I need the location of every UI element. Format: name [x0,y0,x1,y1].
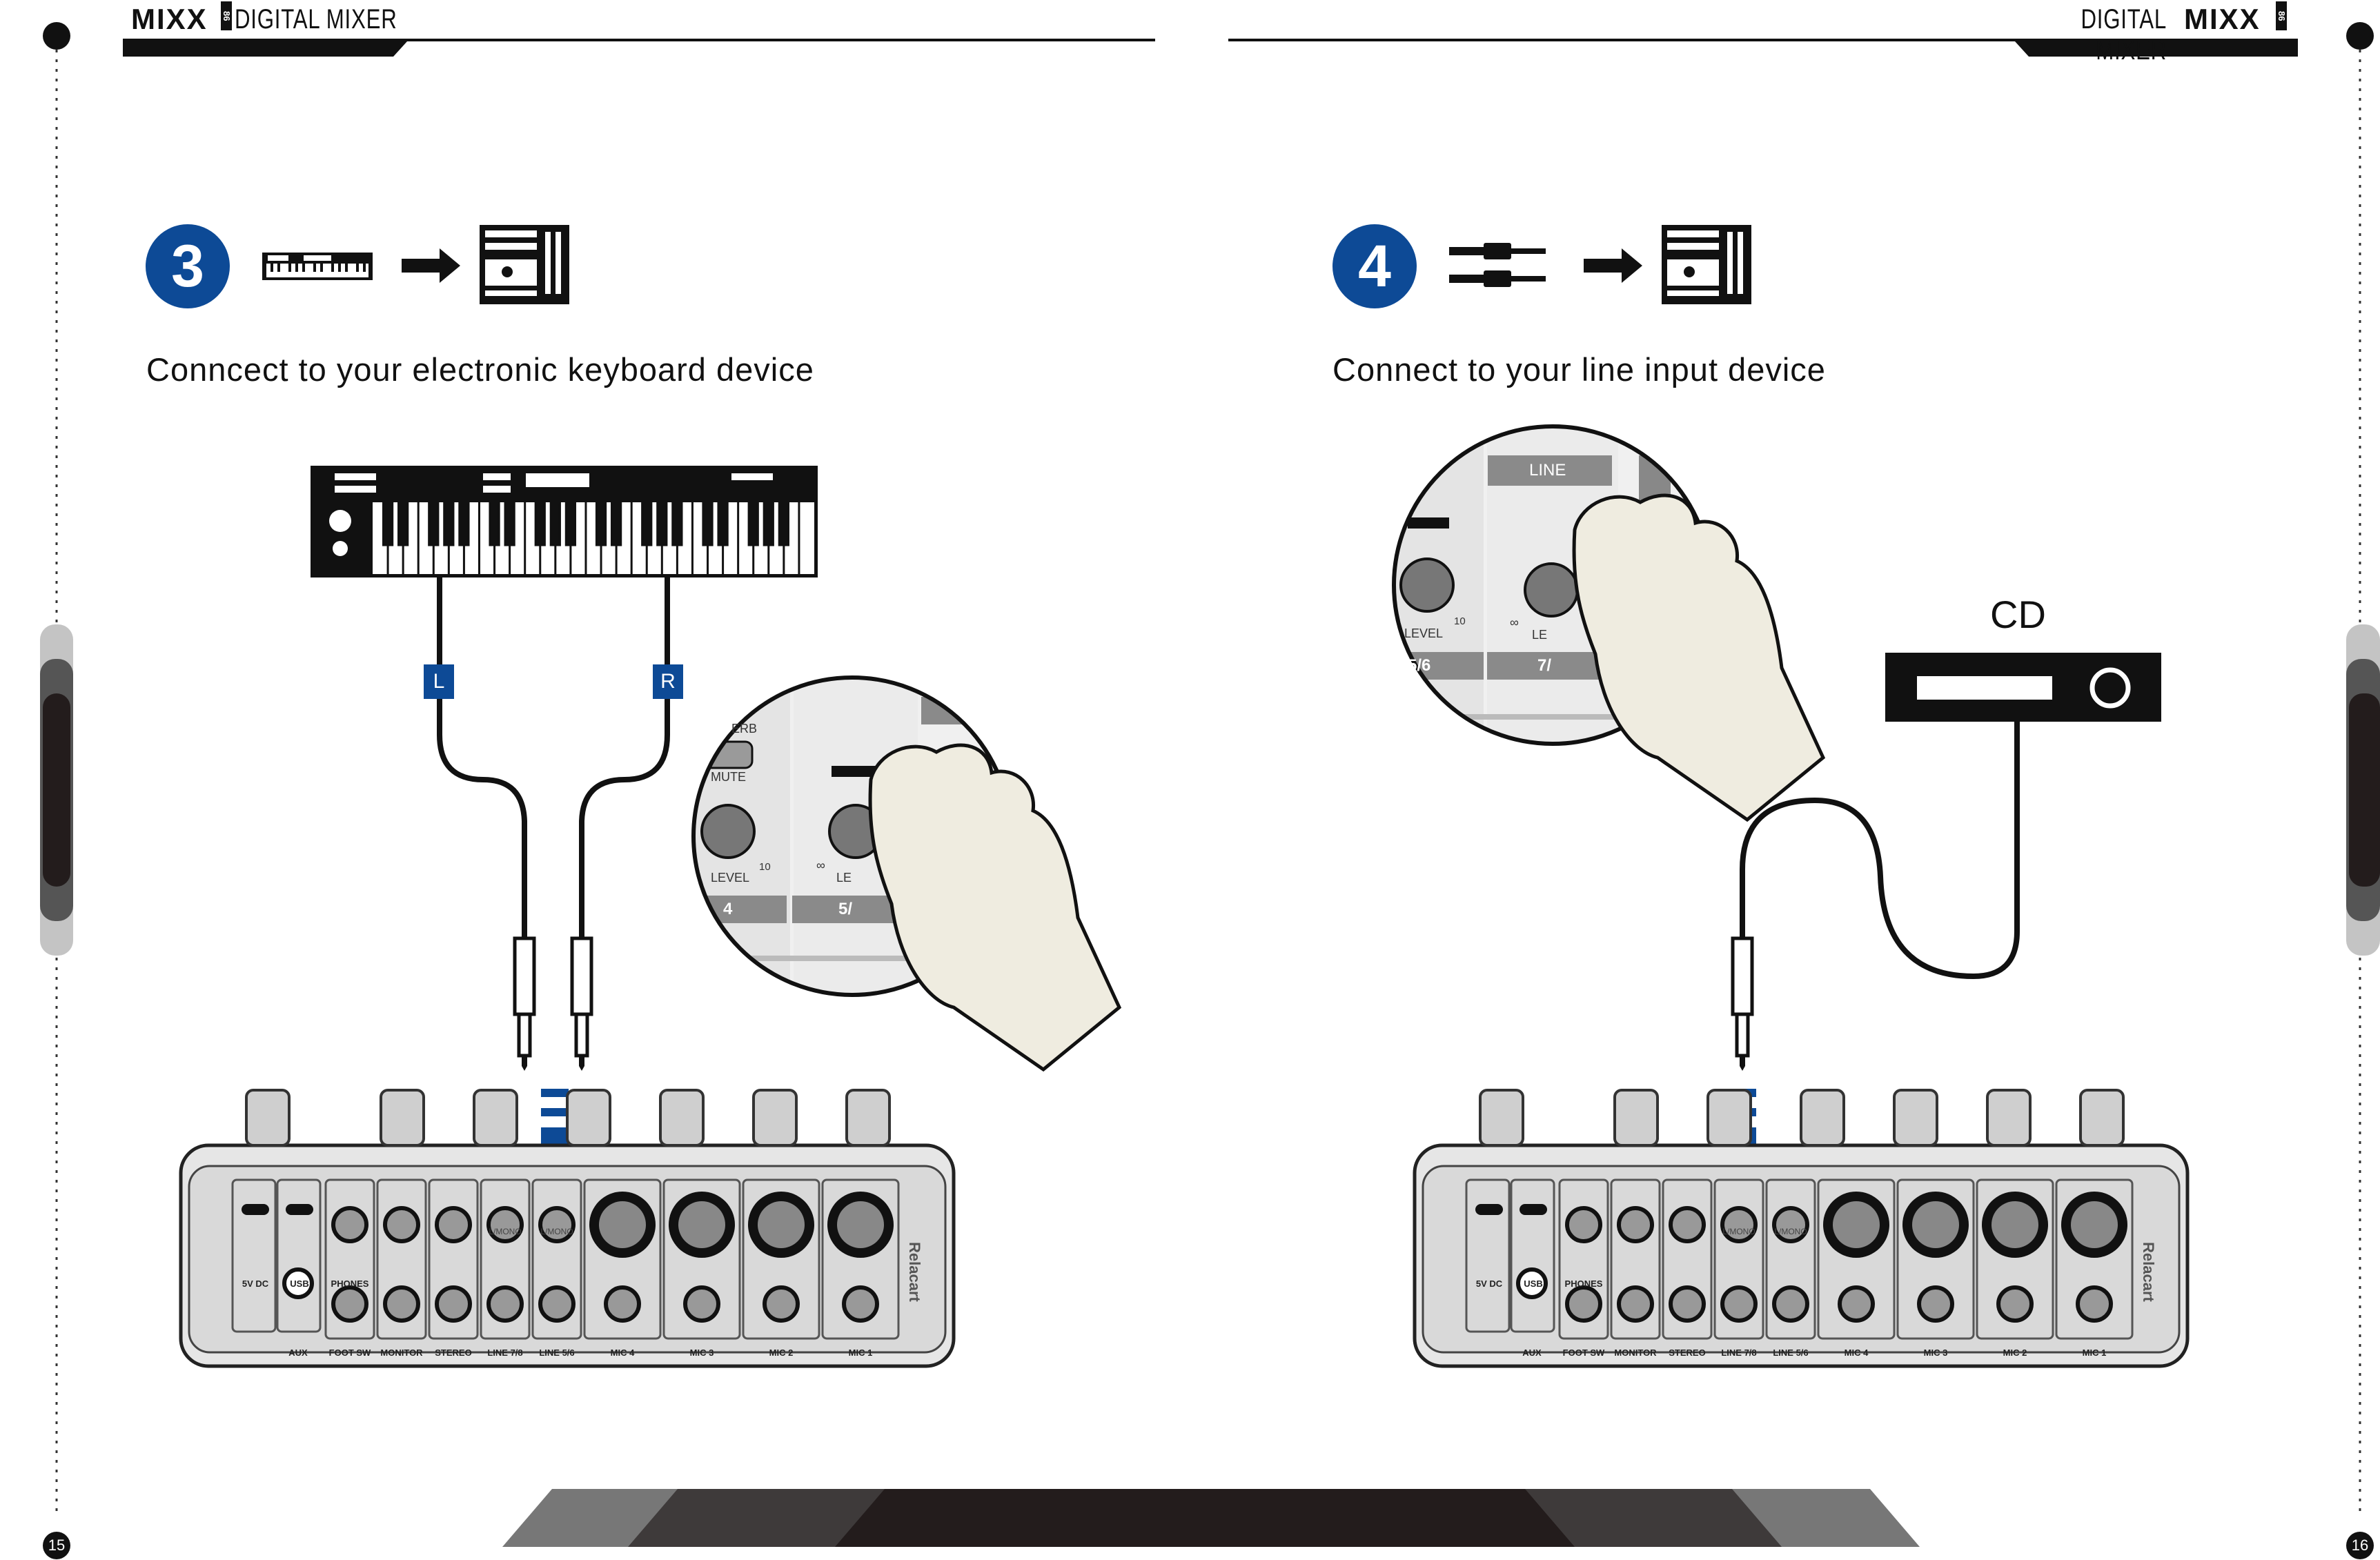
cable-tag-right: R [653,664,683,699]
mixer-port-label: FOOT SW [1562,1347,1605,1358]
header-brand-version-left: 86 [221,1,232,30]
mixer-port-label: LINE 7/8 [1721,1347,1757,1358]
zoom3-level-label: LEVEL [711,871,750,885]
zoom3-level-mid-label: LE [836,871,852,885]
mixer-port-label: 5V DC [1475,1278,1503,1289]
mixer-port-label: LINE 5/6 [539,1347,575,1358]
mixer-lmono-label: L/MONO [489,1227,522,1236]
header-title-left: DIGITAL MIXER [235,4,397,34]
mixer-icon [480,225,569,304]
mixer-port-label: USB [1524,1278,1543,1289]
mixer-port-label: MIC 4 [1844,1347,1869,1358]
zoom3-scale-max: 10 [759,861,771,873]
page-number-right: 16 [2346,1532,2374,1559]
zoom4-level-label: LEVEL [1404,626,1444,640]
mixer-port-label: FOOT SW [328,1347,371,1358]
mixer-port-label: 5V DC [242,1278,269,1289]
step-4-title: Connect to your line input device [1332,351,1826,388]
zoom3-reverb-label: ERB [731,722,758,735]
mixer-port-label: MIC 2 [2003,1347,2027,1358]
mixer-port-label: PHONES [331,1278,369,1289]
mixer-port-label: MIC 1 [2082,1347,2107,1358]
mixer-port-label: MIC 2 [769,1347,794,1358]
keyboard-icon [262,253,373,280]
mixer-port-label: LINE 7/8 [487,1347,523,1358]
mixer-lmono-label: L/MONO [1774,1227,1807,1236]
zoom4-level-mid-label: LE [1532,628,1548,642]
cd-device-label: CD [1990,593,2046,636]
mixer-port-label: AUX [288,1347,308,1358]
mixer-port-label: MIC 4 [610,1347,635,1358]
mixer-port-label: AUX [1522,1347,1542,1358]
step-number-3: 3 [146,224,230,308]
mixer-lmono-label: L/MONO [1722,1227,1756,1236]
step-3-title: Conncect to your electronic keyboard dev… [146,351,814,388]
mixer-port-label: STEREO [435,1347,472,1358]
header-brand-left: MIXX [131,3,208,35]
mixer-port-label: MIC 1 [848,1347,873,1358]
zoom4-scale-max: 10 [1454,615,1466,627]
zoom3-scale-min: ∞ [816,858,825,872]
mixer-brand-label: Relacart [906,1242,923,1302]
header-title-right: DIGITAL MIXER [2081,4,2167,66]
cable-tag-left: L [424,664,454,699]
zoom3-channel-4: 4 [723,900,733,918]
mixer-port-label: MIC 3 [689,1347,714,1358]
mixer-port-label: STEREO [1669,1347,1706,1358]
mixer-brand-label: Relacart [2140,1242,2157,1302]
page-number-left: 15 [43,1532,70,1559]
mixer-port-label: LINE 5/6 [1773,1347,1809,1358]
zoom3-mute-label: MUTE [711,770,746,784]
mixer-port-label: MIC 3 [1923,1347,1948,1358]
zoom4-channel-78: 7/ [1537,656,1552,675]
zoom4-line-label: LINE [1529,461,1566,480]
zoom3-channel-5: 5/ [838,900,853,918]
step-number-4: 4 [1332,224,1417,308]
header-brand-right: MIXX [2184,3,2261,35]
zoom4-scale-min: ∞ [1510,615,1519,629]
mixer-port-label: PHONES [1564,1278,1603,1289]
mixer-port-label: MONITOR [1614,1347,1657,1358]
cd-player-icon [1885,653,2161,722]
mixer-icon-step4 [1662,225,1751,304]
header-brand-version-right: 86 [2276,1,2287,30]
mixer-port-label: MONITOR [380,1347,423,1358]
mixer-lmono-label: L/MONO [540,1227,573,1236]
cable-pair-icon [1449,243,1546,287]
mixer-port-label: USB [290,1278,309,1289]
zoom4-channel-56: 5/6 [1408,656,1431,675]
